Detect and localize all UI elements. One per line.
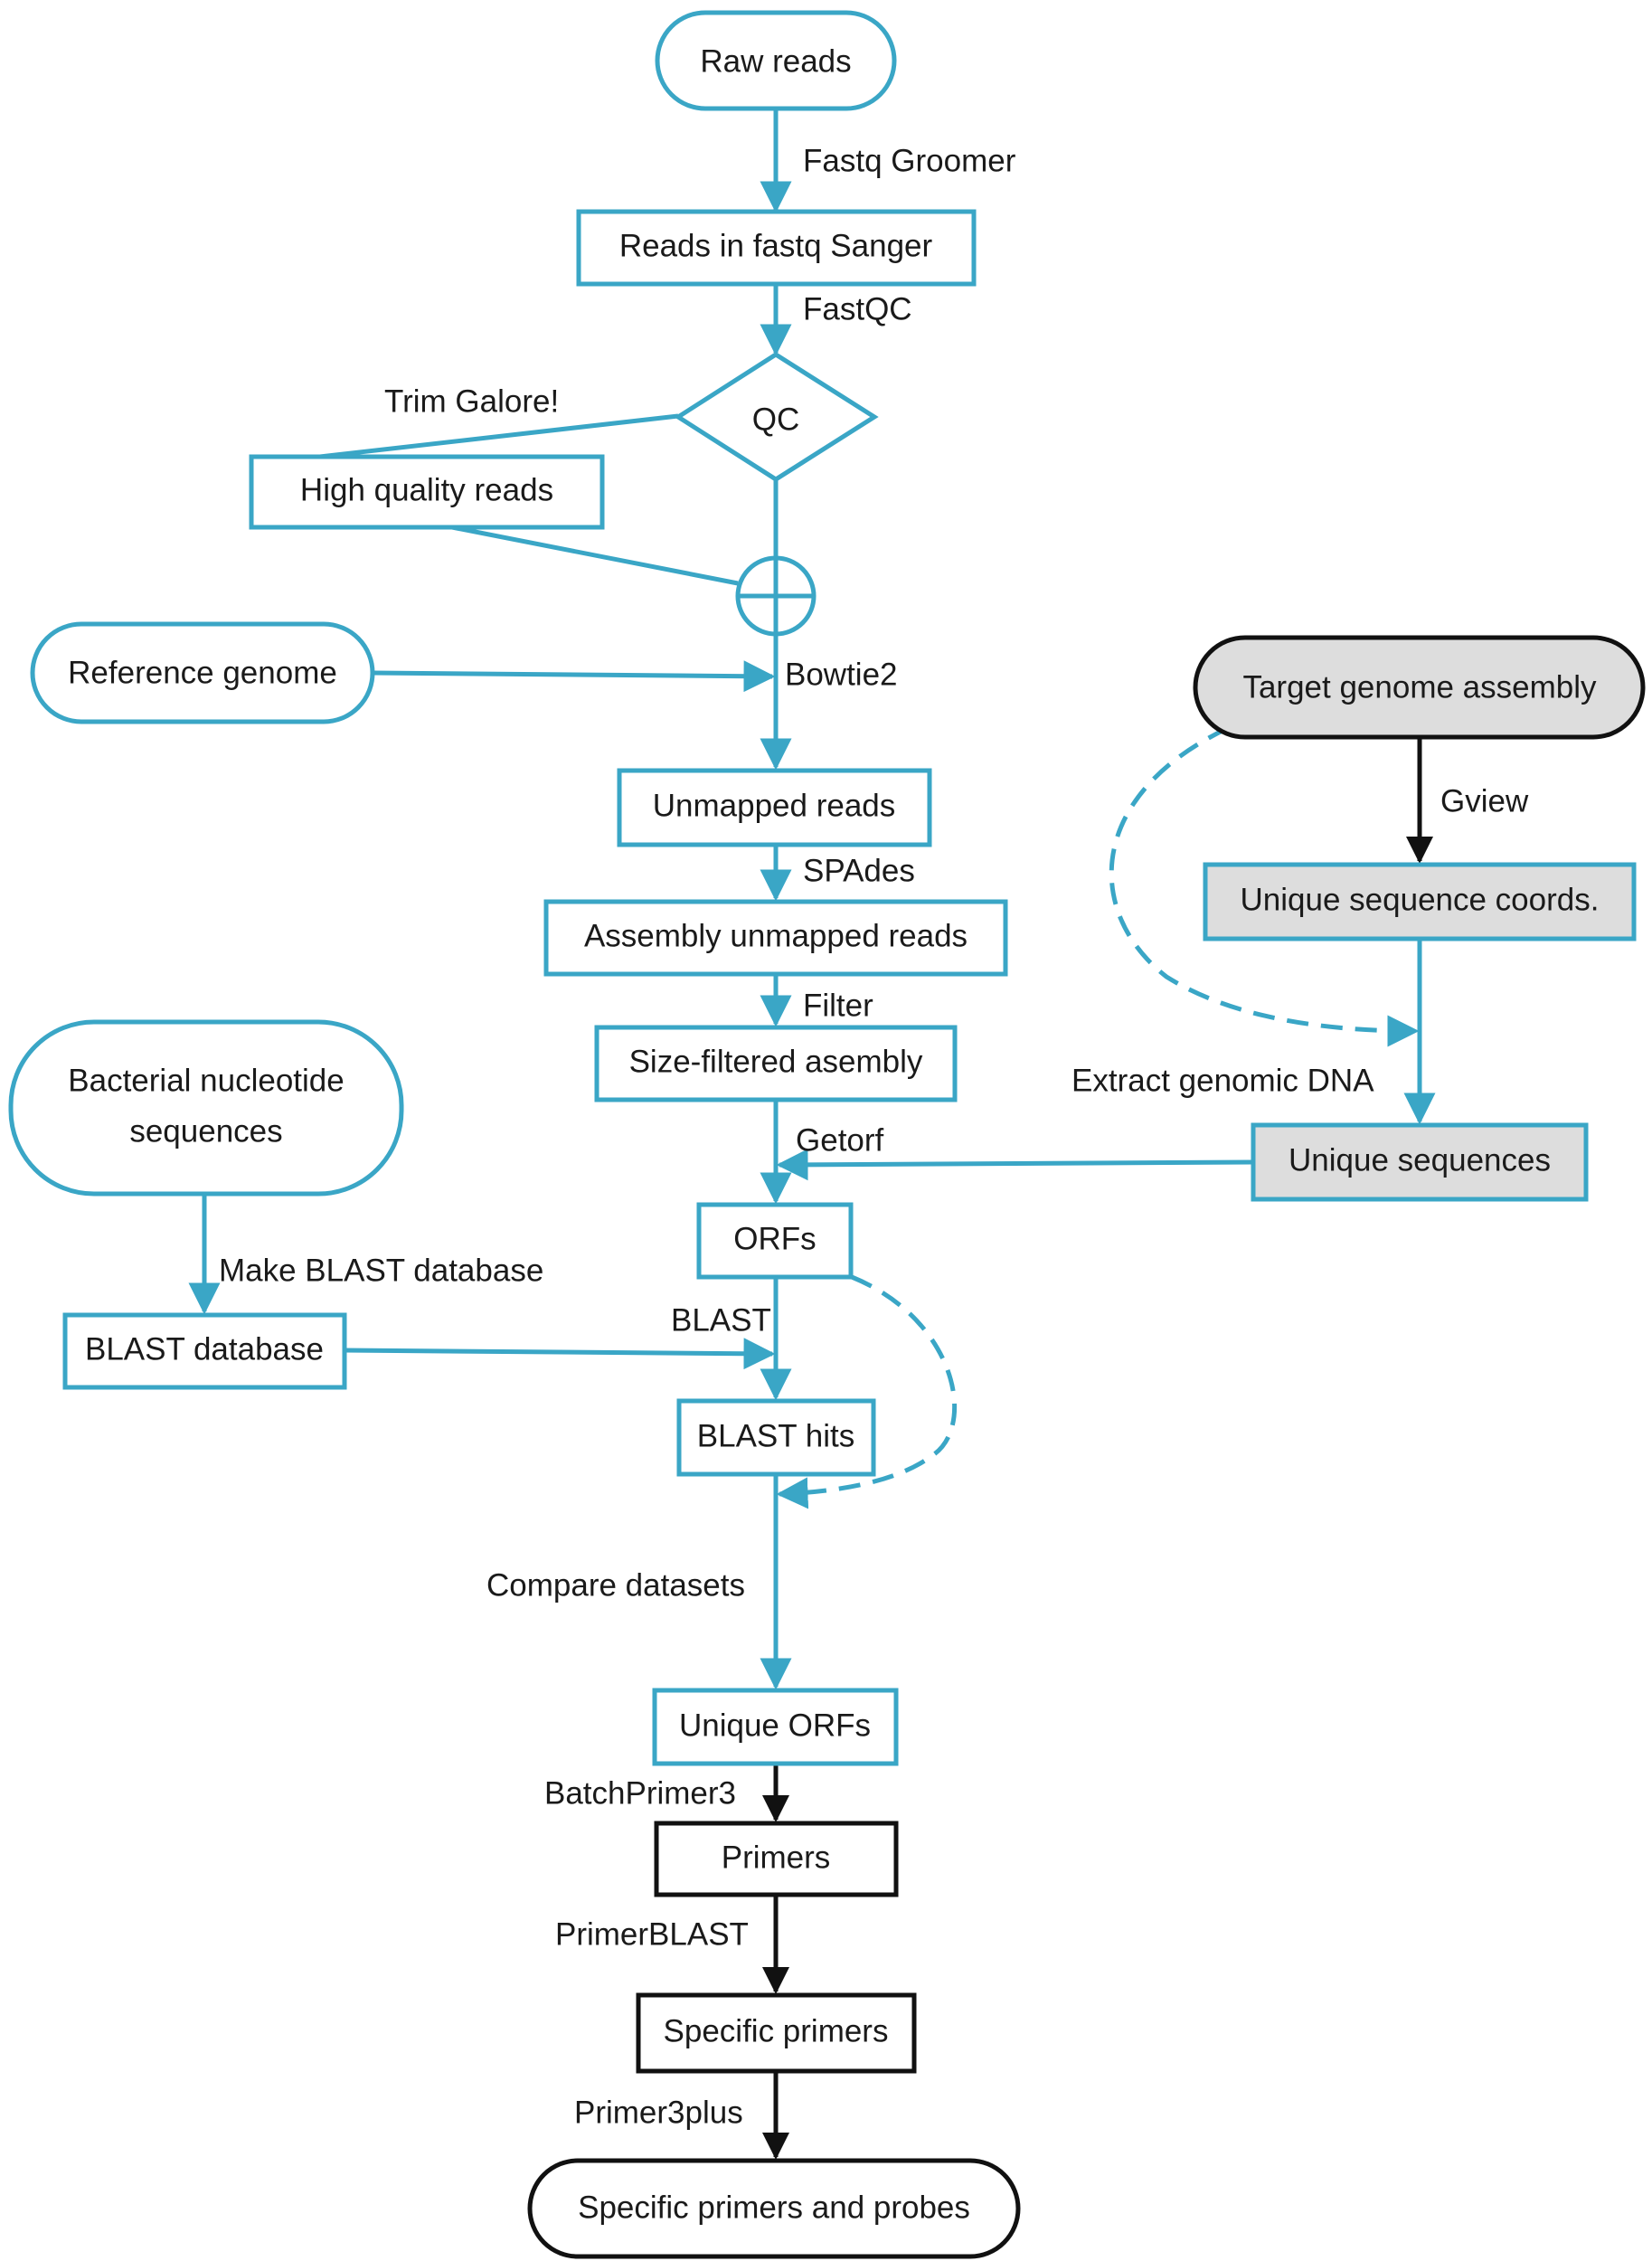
node-unique-sequences-label: Unique sequences — [1289, 1142, 1551, 1178]
node-unique-orfs: Unique ORFs — [652, 1688, 899, 1766]
node-specific-primers-label: Specific primers — [664, 2013, 889, 2048]
node-unique-coords-label: Unique sequence coords. — [1241, 882, 1600, 917]
node-bacterial-label-line1: Bacterial nucleotide — [68, 1063, 344, 1098]
node-orfs: ORFs — [696, 1202, 854, 1280]
label-compare-datasets: Compare datasets — [486, 1567, 745, 1603]
node-unique-orfs-label: Unique ORFs — [679, 1708, 871, 1743]
node-high-quality-reads-label: High quality reads — [300, 472, 553, 507]
node-unmapped-reads-label: Unmapped reads — [653, 788, 896, 823]
node-size-filtered: Size-filtered asembly — [594, 1025, 958, 1102]
node-blast-database-label: BLAST database — [85, 1331, 324, 1367]
label-batchprimer3: BatchPrimer3 — [544, 1775, 736, 1811]
label-extract-genomic-dna: Extract genomic DNA — [1071, 1063, 1374, 1098]
label-blast: BLAST — [671, 1302, 771, 1338]
node-raw-reads: Raw reads — [655, 10, 897, 111]
node-high-quality-reads: High quality reads — [249, 454, 605, 530]
node-specific-primers-probes: Specific primers and probes — [527, 2158, 1021, 2259]
node-bacterial-label-line2: sequences — [129, 1113, 282, 1149]
edge-highquality-to-merge — [451, 525, 739, 586]
label-make-blast-database: Make BLAST database — [219, 1253, 543, 1288]
node-unique-sequences: Unique sequences — [1251, 1122, 1589, 1202]
label-fastq-groomer: Fastq Groomer — [803, 143, 1016, 178]
node-target-genome: Target genome assembly — [1193, 635, 1646, 740]
edge-qc-to-highquality — [311, 413, 679, 460]
node-blast-hits-label: BLAST hits — [697, 1418, 854, 1453]
node-reads-fastq: Reads in fastq Sanger — [576, 209, 977, 287]
node-reads-fastq-label: Reads in fastq Sanger — [619, 228, 933, 263]
node-bacterial-sequences: Bacterial nucleotide sequences — [8, 1019, 404, 1197]
label-gview: Gview — [1440, 783, 1529, 818]
node-reference-genome: Reference genome — [30, 621, 375, 724]
node-primers: Primers — [654, 1821, 899, 1897]
node-blast-database: BLAST database — [62, 1312, 347, 1390]
edge-reference-to-bowtie — [372, 660, 776, 693]
label-filter: Filter — [803, 988, 873, 1023]
node-qc-label: QC — [752, 402, 800, 437]
node-blast-hits: BLAST hits — [676, 1398, 876, 1477]
node-assembly-unmapped: Assembly unmapped reads — [543, 899, 1008, 977]
node-target-genome-label: Target genome assembly — [1242, 669, 1597, 705]
node-primers-label: Primers — [722, 1840, 831, 1875]
edge-uniqueseq-to-orfs — [776, 1149, 1254, 1181]
edge-dashed-orfs-loop — [776, 1274, 958, 1509]
node-unmapped-reads: Unmapped reads — [617, 768, 932, 847]
edge-blastdb-to-blasthits — [344, 1338, 776, 1370]
node-assembly-unmapped-label: Assembly unmapped reads — [584, 918, 968, 953]
label-primerblast: PrimerBLAST — [555, 1916, 749, 1952]
node-reference-genome-label: Reference genome — [68, 655, 337, 690]
label-bowtie2: Bowtie2 — [785, 657, 898, 692]
label-getorf: Getorf — [796, 1122, 884, 1158]
label-primer3plus: Primer3plus — [574, 2095, 743, 2130]
node-size-filtered-label: Size-filtered asembly — [629, 1044, 923, 1079]
edge-dashed-target-loop — [1109, 725, 1420, 1047]
node-raw-reads-label: Raw reads — [700, 43, 851, 79]
label-spades: SPAdes — [803, 853, 915, 888]
node-unique-coords: Unique sequence coords. — [1203, 862, 1637, 941]
node-specific-primers: Specific primers — [636, 1992, 917, 2074]
node-specific-primers-probes-label: Specific primers and probes — [578, 2190, 970, 2225]
node-qc: QC — [674, 352, 879, 482]
label-fastqc: FastQC — [803, 291, 912, 326]
node-orfs-label: ORFs — [733, 1221, 816, 1256]
label-trim-galore: Trim Galore! — [384, 383, 559, 419]
